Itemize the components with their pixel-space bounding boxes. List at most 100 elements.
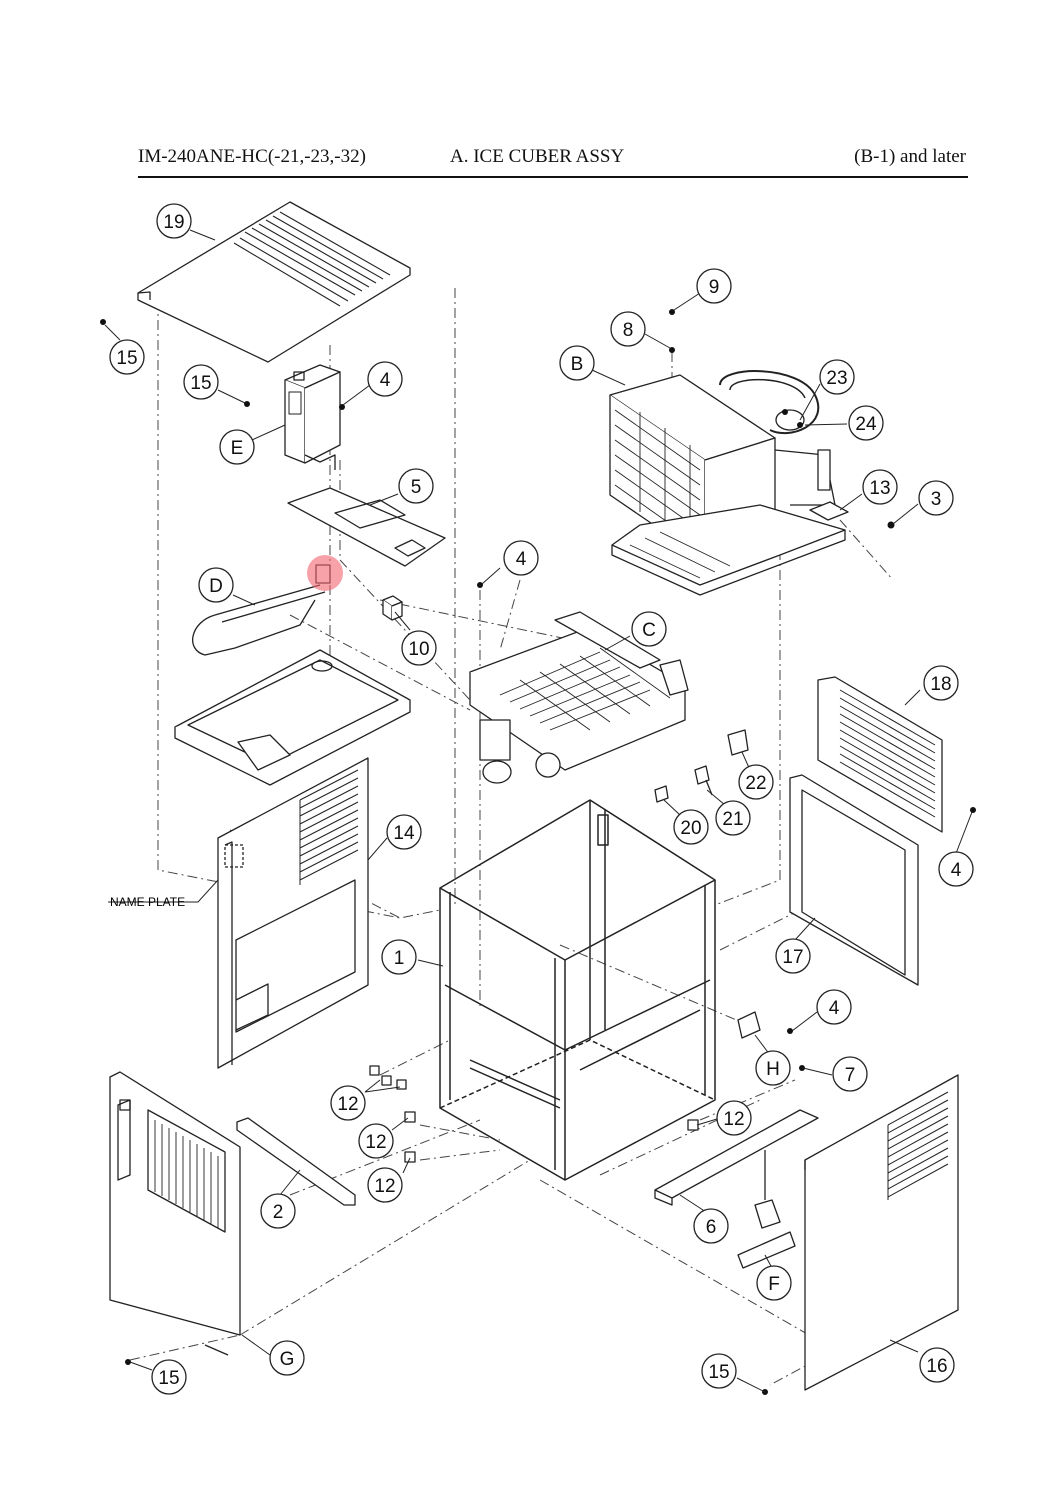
callout-B: B — [559, 345, 595, 381]
callout-3: 3 — [918, 480, 954, 516]
callout-9: 9 — [696, 268, 732, 304]
parts — [109, 201, 959, 1391]
callout-12-c: 12 — [367, 1167, 403, 1203]
svg-text:E: E — [231, 438, 244, 459]
svg-text:17: 17 — [782, 947, 803, 968]
bracket-H — [737, 1011, 761, 1039]
page-header: IM-240ANE-HC(-21,-23,-32) A. ICE CUBER A… — [138, 142, 968, 178]
svg-text:4: 4 — [951, 860, 962, 881]
callout-15-e: 15 — [183, 364, 219, 400]
leader-lines — [104, 229, 973, 1393]
callout-21: 21 — [715, 800, 751, 836]
name-plate-label: NAME PLATE — [110, 895, 185, 909]
svg-text:12: 12 — [723, 1109, 744, 1130]
svg-text:10: 10 — [408, 639, 429, 660]
sensor-F — [737, 1150, 796, 1269]
callout-F: F — [756, 1265, 792, 1301]
callout-8: 8 — [610, 311, 646, 347]
svg-text:22: 22 — [745, 773, 766, 794]
condensing-unit-B — [609, 370, 846, 596]
side-panel-16 — [804, 1074, 959, 1391]
svg-text:B: B — [571, 354, 584, 375]
callout-1: 1 — [381, 939, 417, 975]
svg-text:8: 8 — [623, 320, 634, 341]
svg-text:C: C — [642, 620, 656, 641]
svg-text:4: 4 — [516, 549, 527, 570]
svg-text:2: 2 — [273, 1202, 284, 1223]
svg-text:20: 20 — [680, 818, 701, 839]
callout-10: 10 — [401, 630, 437, 666]
callout-15-bottom-right: 15 — [701, 1353, 737, 1389]
callout-G: G — [269, 1340, 305, 1376]
rear-panel-17 — [789, 774, 919, 986]
bracket-13 — [809, 501, 849, 521]
callout-6: 6 — [693, 1208, 729, 1244]
svg-text:6: 6 — [706, 1217, 717, 1238]
callout-E: E — [219, 429, 255, 465]
callout-17: 17 — [775, 938, 811, 974]
callout-20: 20 — [673, 809, 709, 845]
svg-text:12: 12 — [365, 1132, 386, 1153]
callout-H: H — [755, 1050, 791, 1086]
callout-4-mid: 4 — [503, 540, 539, 576]
svg-text:24: 24 — [855, 414, 877, 435]
callout-2: 2 — [260, 1193, 296, 1229]
callout-D: D — [198, 567, 234, 603]
callout-16: 16 — [919, 1347, 955, 1383]
trim-strip-2 — [236, 1117, 356, 1206]
callout-C: C — [631, 611, 667, 647]
svg-text:7: 7 — [845, 1065, 856, 1086]
serial-range: (B-1) and later — [854, 146, 966, 167]
top-panel-19 — [137, 201, 411, 363]
svg-text:12: 12 — [374, 1176, 395, 1197]
svg-text:21: 21 — [722, 809, 743, 830]
callout-15-bottom-left: 15 — [151, 1359, 187, 1395]
callout-24: 24 — [848, 405, 884, 441]
svg-text:13: 13 — [869, 478, 890, 499]
svg-text:F: F — [768, 1274, 780, 1295]
svg-text:12: 12 — [337, 1094, 358, 1115]
svg-text:4: 4 — [829, 998, 840, 1019]
svg-text:G: G — [280, 1349, 295, 1370]
callout-7: 7 — [832, 1056, 868, 1092]
rail-6 — [654, 1109, 819, 1206]
screws — [100, 309, 976, 1395]
callout-18: 18 — [923, 665, 959, 701]
svg-text:3: 3 — [931, 489, 942, 510]
svg-text:9: 9 — [709, 277, 720, 298]
callout-4-right: 4 — [938, 851, 974, 887]
callout-13: 13 — [862, 469, 898, 505]
small-parts-20-22 — [654, 729, 749, 803]
drain-pan — [174, 649, 411, 786]
highlight-marker — [307, 555, 343, 591]
svg-text:18: 18 — [930, 674, 951, 695]
callout-4-e: 4 — [367, 361, 403, 397]
svg-text:15: 15 — [190, 373, 211, 394]
model-number: IM-240ANE-HC(-21,-23,-32) — [138, 146, 366, 167]
svg-text:16: 16 — [926, 1356, 947, 1377]
callout-12-d: 12 — [716, 1100, 752, 1136]
callout-22: 22 — [738, 764, 774, 800]
callout-23: 23 — [819, 359, 855, 395]
svg-text:1: 1 — [394, 948, 405, 969]
callout-14: 14 — [386, 814, 422, 850]
frame-1 — [439, 799, 716, 1181]
svg-text:15: 15 — [158, 1368, 179, 1389]
svg-text:4: 4 — [380, 370, 391, 391]
callout-15-top: 15 — [109, 339, 145, 375]
svg-text:5: 5 — [411, 477, 422, 498]
louver-panel-18 — [817, 676, 943, 833]
callout-12-b: 12 — [358, 1123, 394, 1159]
svg-text:19: 19 — [163, 212, 184, 233]
svg-text:14: 14 — [393, 823, 415, 844]
evaporator-C — [469, 611, 689, 784]
callout-12-a: 12 — [330, 1085, 366, 1121]
svg-text:D: D — [209, 576, 223, 597]
plate-5 — [287, 487, 446, 567]
svg-text:H: H — [766, 1059, 780, 1080]
switch-10 — [382, 595, 403, 621]
legs-12 — [369, 1065, 699, 1163]
front-panel-G — [109, 1071, 241, 1356]
side-panel-14 — [217, 757, 369, 1069]
